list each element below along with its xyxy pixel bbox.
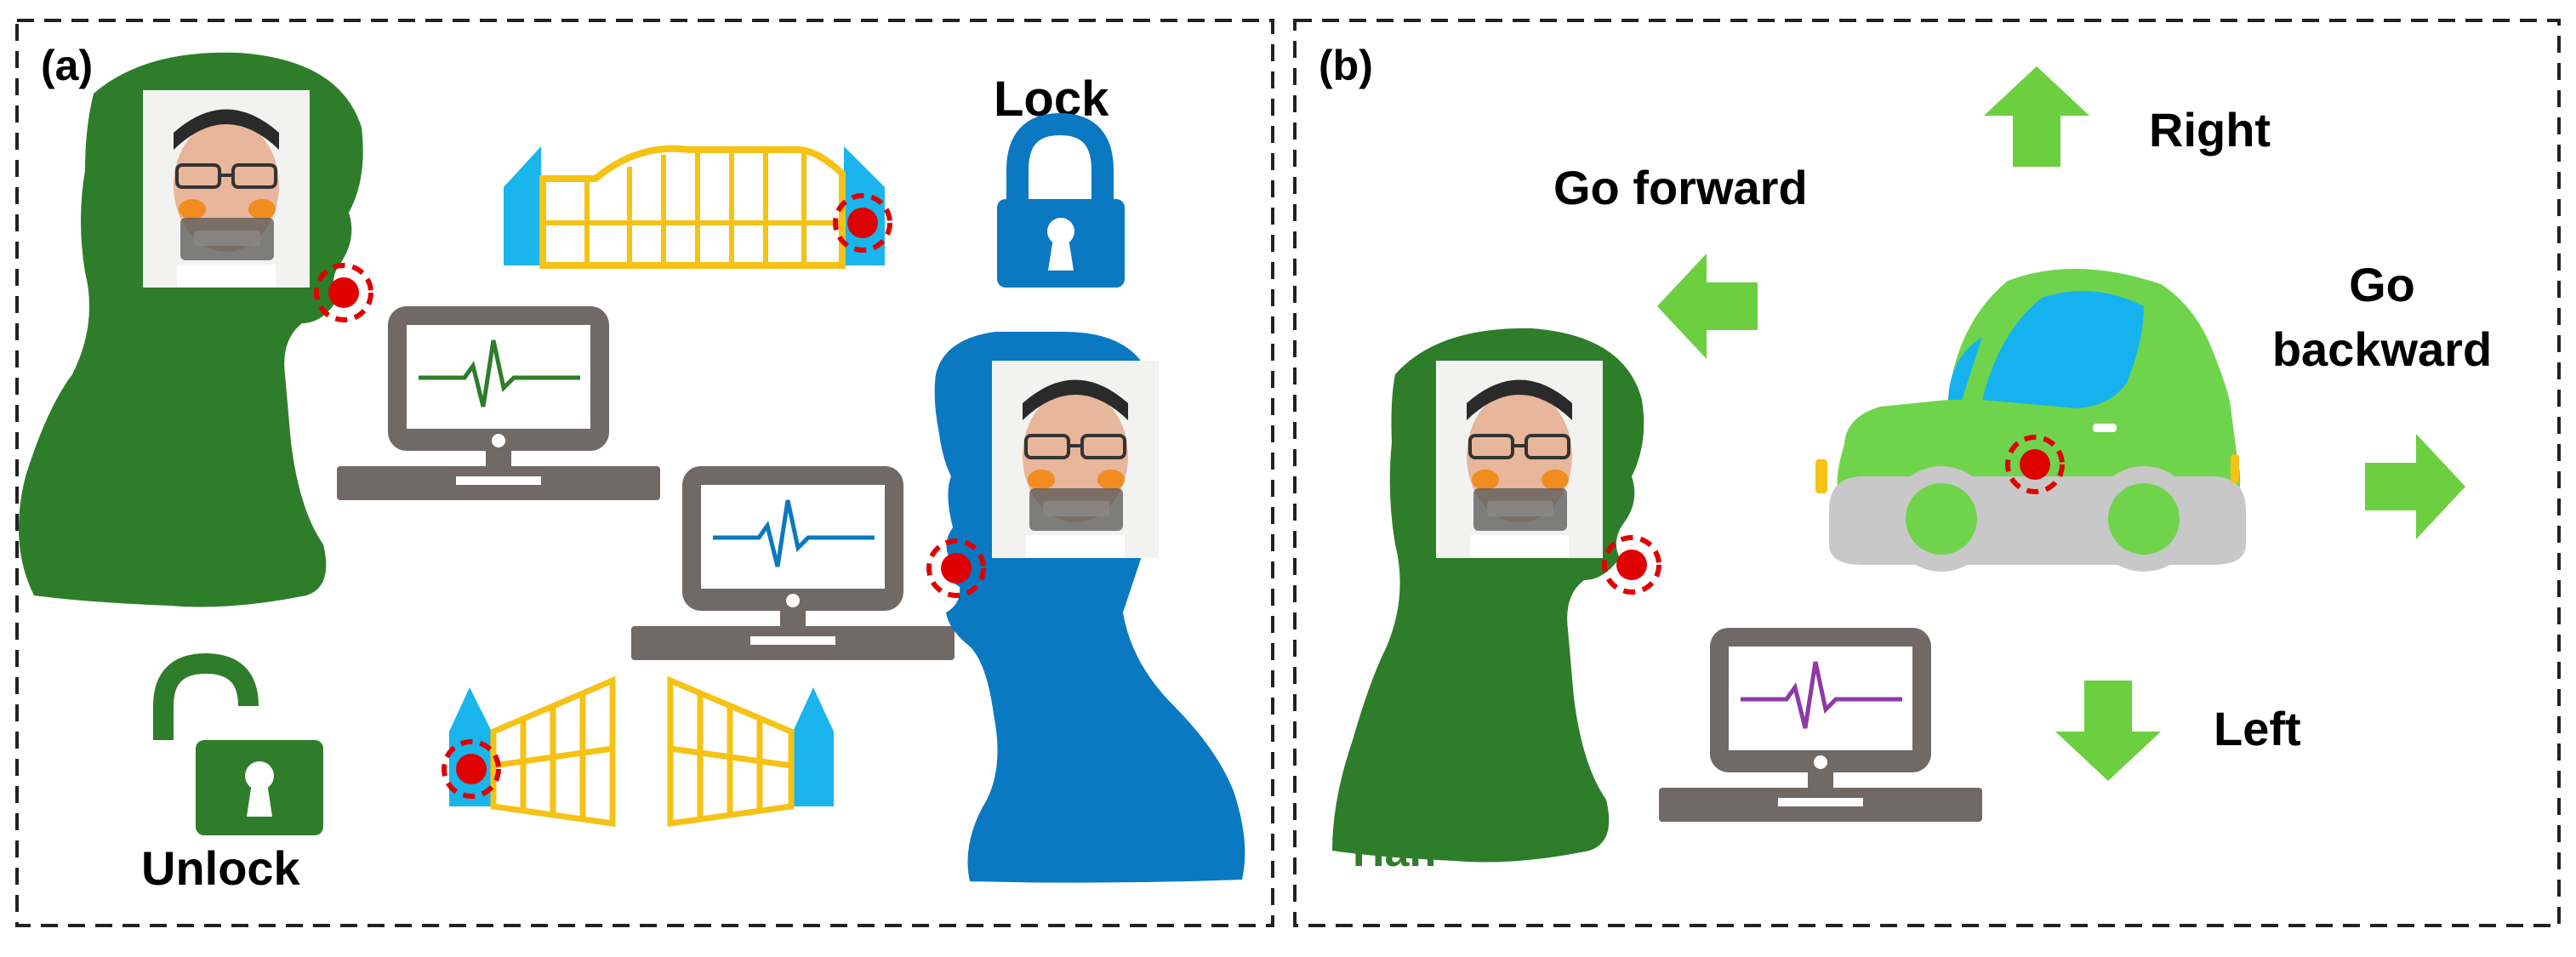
- han-name-label: Han: [65, 548, 148, 597]
- panel-b-border: [1293, 19, 2561, 927]
- go-backward-label-line1: Go: [2349, 258, 2415, 311]
- panel-b-tag: (b): [1319, 42, 1373, 89]
- han-name-label: Han: [1353, 827, 1436, 876]
- padlock-unlocked-icon: [153, 652, 323, 835]
- panel-a: (a) Han Lock: [15, 19, 1274, 927]
- panel-a-tag: (a): [41, 42, 93, 89]
- arrow-down-icon: [2055, 681, 2161, 781]
- panel-a-border: [15, 19, 1274, 927]
- left-label: Left: [2214, 702, 2301, 755]
- arrow-left-icon: [1657, 253, 1758, 359]
- right-label: Right: [2149, 103, 2271, 157]
- computer-monitor-icon: [337, 306, 660, 500]
- open-gate-icon: [449, 675, 834, 828]
- padlock-locked-icon: [997, 112, 1125, 288]
- computer-monitor-icon: [1659, 628, 1982, 822]
- car-icon: [1815, 268, 2246, 572]
- han-face-photo-icon: [141, 88, 311, 289]
- arrow-right-icon: [2365, 434, 2465, 539]
- bin-face-photo-icon: [990, 359, 1160, 560]
- han-face-photo-icon: [1434, 359, 1604, 560]
- computer-monitor-icon: [631, 466, 955, 660]
- panel-b: (b) Han Right Go forward Go backward Lef…: [1293, 19, 2561, 927]
- closed-gate-icon: [504, 145, 885, 269]
- bin-name-label: Bin: [1145, 822, 1217, 871]
- go-forward-label: Go forward: [1553, 161, 1808, 214]
- go-backward-label-line2: backward: [2272, 322, 2492, 376]
- arrow-up-icon: [1984, 66, 2089, 167]
- unlock-label: Unlock: [141, 841, 301, 895]
